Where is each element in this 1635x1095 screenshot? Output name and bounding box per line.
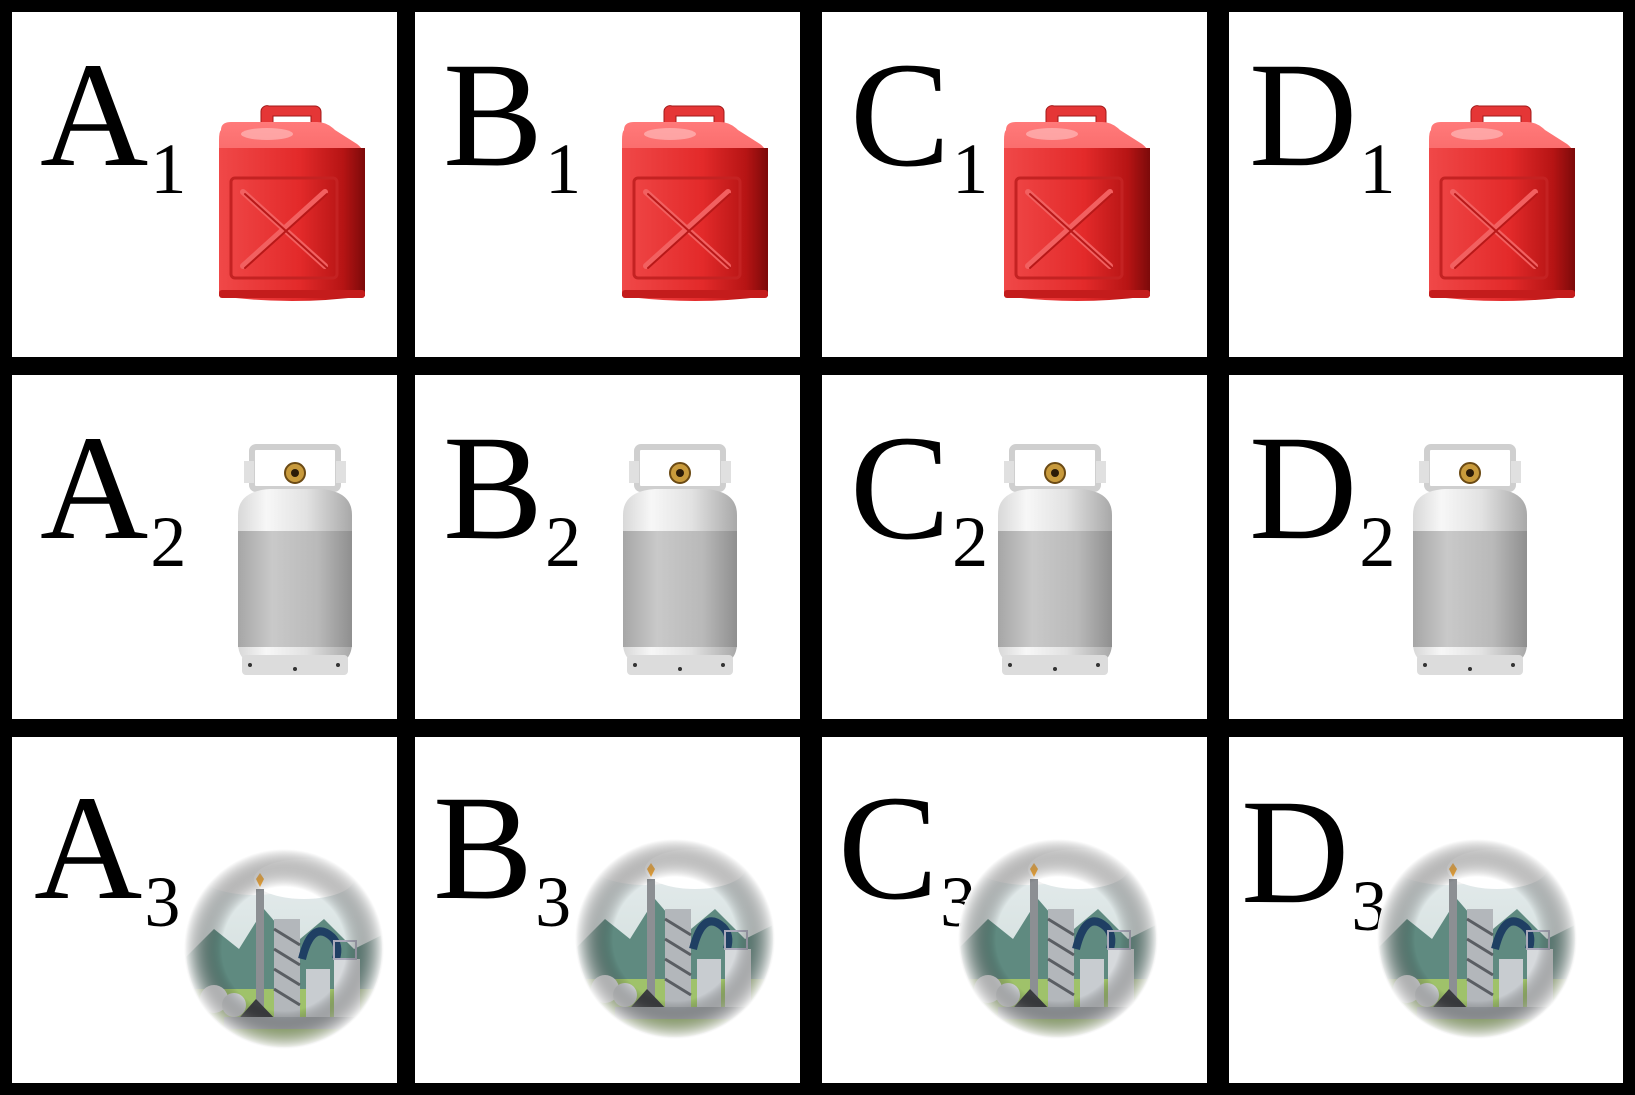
cell-letter: C xyxy=(850,405,951,571)
propane-tank-icon xyxy=(990,443,1120,684)
cell-label: B1 xyxy=(443,40,581,205)
cell-letter: A xyxy=(40,32,149,198)
propane-tank-icon xyxy=(230,443,360,684)
refinery-plant-icon xyxy=(1377,839,1577,1044)
cell-subscript: 2 xyxy=(952,502,989,582)
cell-letter: C xyxy=(850,32,951,198)
cell-label: A1 xyxy=(40,40,186,205)
cell-letter: B xyxy=(443,32,544,198)
cell-subscript: 3 xyxy=(144,862,181,942)
cell-label: B3 xyxy=(433,773,571,938)
cell-letter: A xyxy=(40,405,149,571)
grid-cell: B2 xyxy=(403,363,812,731)
grid-cell: C1 xyxy=(810,0,1219,369)
cell-letter: B xyxy=(443,405,544,571)
cell-subscript: 1 xyxy=(150,129,187,209)
cell-subscript: 1 xyxy=(545,129,582,209)
grid-cell: D2 xyxy=(1217,363,1635,731)
grid-cell: C3 xyxy=(810,725,1219,1095)
grid-cell: C2 xyxy=(810,363,1219,731)
grid-cell: B1 xyxy=(403,0,812,369)
cell-letter: C xyxy=(838,765,939,931)
grid-cell: B3 xyxy=(403,725,812,1095)
cell-letter: D xyxy=(1241,769,1350,935)
cell-subscript: 2 xyxy=(545,502,582,582)
cell-letter: A xyxy=(34,765,143,931)
refinery-plant-icon xyxy=(184,849,384,1054)
cell-label: D2 xyxy=(1249,413,1395,578)
grid-cell: A2 xyxy=(0,363,409,731)
cell-label: A2 xyxy=(40,413,186,578)
cell-label: C2 xyxy=(850,413,988,578)
cell-letter: D xyxy=(1249,405,1358,571)
cell-subscript: 3 xyxy=(535,862,572,942)
grid-cell: D3 xyxy=(1217,725,1635,1095)
cell-label: B2 xyxy=(443,413,581,578)
cell-subscript: 2 xyxy=(150,502,187,582)
cell-label: D3 xyxy=(1241,777,1387,942)
cell-letter: D xyxy=(1249,32,1358,198)
red-gas-can-icon xyxy=(207,100,367,315)
propane-tank-icon xyxy=(1405,443,1535,684)
cell-label: C1 xyxy=(850,40,988,205)
cell-subscript: 1 xyxy=(952,129,989,209)
cell-label: D1 xyxy=(1249,40,1395,205)
propane-tank-icon xyxy=(615,443,745,684)
cell-letter: B xyxy=(433,765,534,931)
cell-subscript: 2 xyxy=(1359,502,1396,582)
red-gas-can-icon xyxy=(1417,100,1577,315)
grid-cell: A3 xyxy=(0,725,409,1095)
grid-cell: D1 xyxy=(1217,0,1635,369)
red-gas-can-icon xyxy=(992,100,1152,315)
cell-label: C3 xyxy=(838,773,976,938)
cell-label: A3 xyxy=(34,773,180,938)
refinery-plant-icon xyxy=(958,839,1158,1044)
refinery-plant-icon xyxy=(575,839,775,1044)
grid-cell: A1 xyxy=(0,0,409,369)
red-gas-can-icon xyxy=(610,100,770,315)
cell-subscript: 1 xyxy=(1359,129,1396,209)
